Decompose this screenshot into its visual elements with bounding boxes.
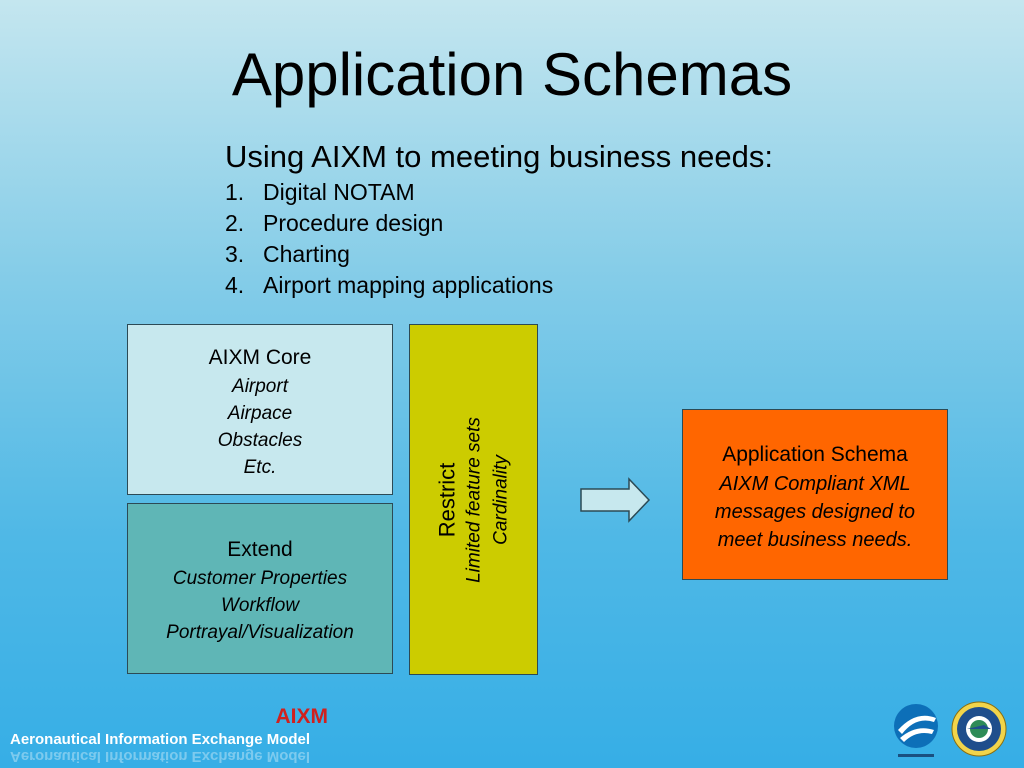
core-item: Etc. <box>243 457 277 478</box>
list-text: Charting <box>263 241 350 267</box>
right-arrow-icon <box>580 477 651 523</box>
list-number: 3. <box>225 241 245 267</box>
application-schema-heading: Application Schema <box>722 443 908 466</box>
list-item: 2. Procedure design <box>225 208 553 239</box>
eurocontrol-emblem-icon <box>894 704 938 757</box>
footer-tagline: Aeronautical Information Exchange Model <box>10 731 311 748</box>
list-text: Procedure design <box>263 210 444 236</box>
application-schema-line: messages designed to <box>714 501 916 523</box>
core-item: Airpace <box>227 403 293 424</box>
application-schema-line: meet business needs. <box>717 529 913 551</box>
page-title: Application Schemas <box>231 41 793 108</box>
core-item: Airport <box>232 376 288 397</box>
restrict-item: Cardinality <box>490 455 512 545</box>
restrict-rotated-text: Restrict Limited feature sets Cardinalit… <box>434 335 515 665</box>
list-item: 1. Digital NOTAM <box>225 177 553 208</box>
restrict-item: Limited feature sets <box>463 417 485 583</box>
list-item: 3. Charting <box>225 239 553 270</box>
footer-branding: AIXM Aeronautical Information Exchange M… <box>10 705 340 768</box>
faa-seal-icon <box>951 701 1007 757</box>
extend-item: Customer Properties <box>172 568 348 589</box>
list-number: 4. <box>225 272 245 298</box>
restrict-box: Restrict Limited feature sets Cardinalit… <box>409 324 538 675</box>
extend-item: Workflow <box>220 595 300 616</box>
business-needs-list: 1. Digital NOTAM 2. Procedure design 3. Cha… <box>225 177 553 301</box>
aixm-core-box: AIXM Core Airport Airpace Obstacles Etc. <box>127 324 393 495</box>
extend-item: Portrayal/Visualization <box>166 622 354 643</box>
list-text: Digital NOTAM <box>263 179 415 205</box>
list-number: 1. <box>225 179 245 205</box>
extend-box: Extend Customer Properties Workflow Port… <box>127 503 393 674</box>
restrict-heading: Restrict <box>434 462 460 538</box>
aixm-logo: AIXM <box>275 705 329 728</box>
footer-tagline-reflection: Aeronautical Information Exchange Model <box>10 748 311 765</box>
subtitle: Using AIXM to meeting business needs: <box>225 139 773 174</box>
core-item: Obstacles <box>217 430 303 451</box>
list-number: 2. <box>225 210 245 236</box>
extend-heading: Extend <box>227 538 293 561</box>
application-schema-box: Application Schema AIXM Compliant XML me… <box>682 409 948 580</box>
list-text: Airport mapping applications <box>263 272 554 298</box>
application-schema-line: AIXM Compliant XML <box>719 473 911 495</box>
aixm-core-heading: AIXM Core <box>208 346 312 369</box>
list-item: 4. Airport mapping applications <box>225 270 553 301</box>
